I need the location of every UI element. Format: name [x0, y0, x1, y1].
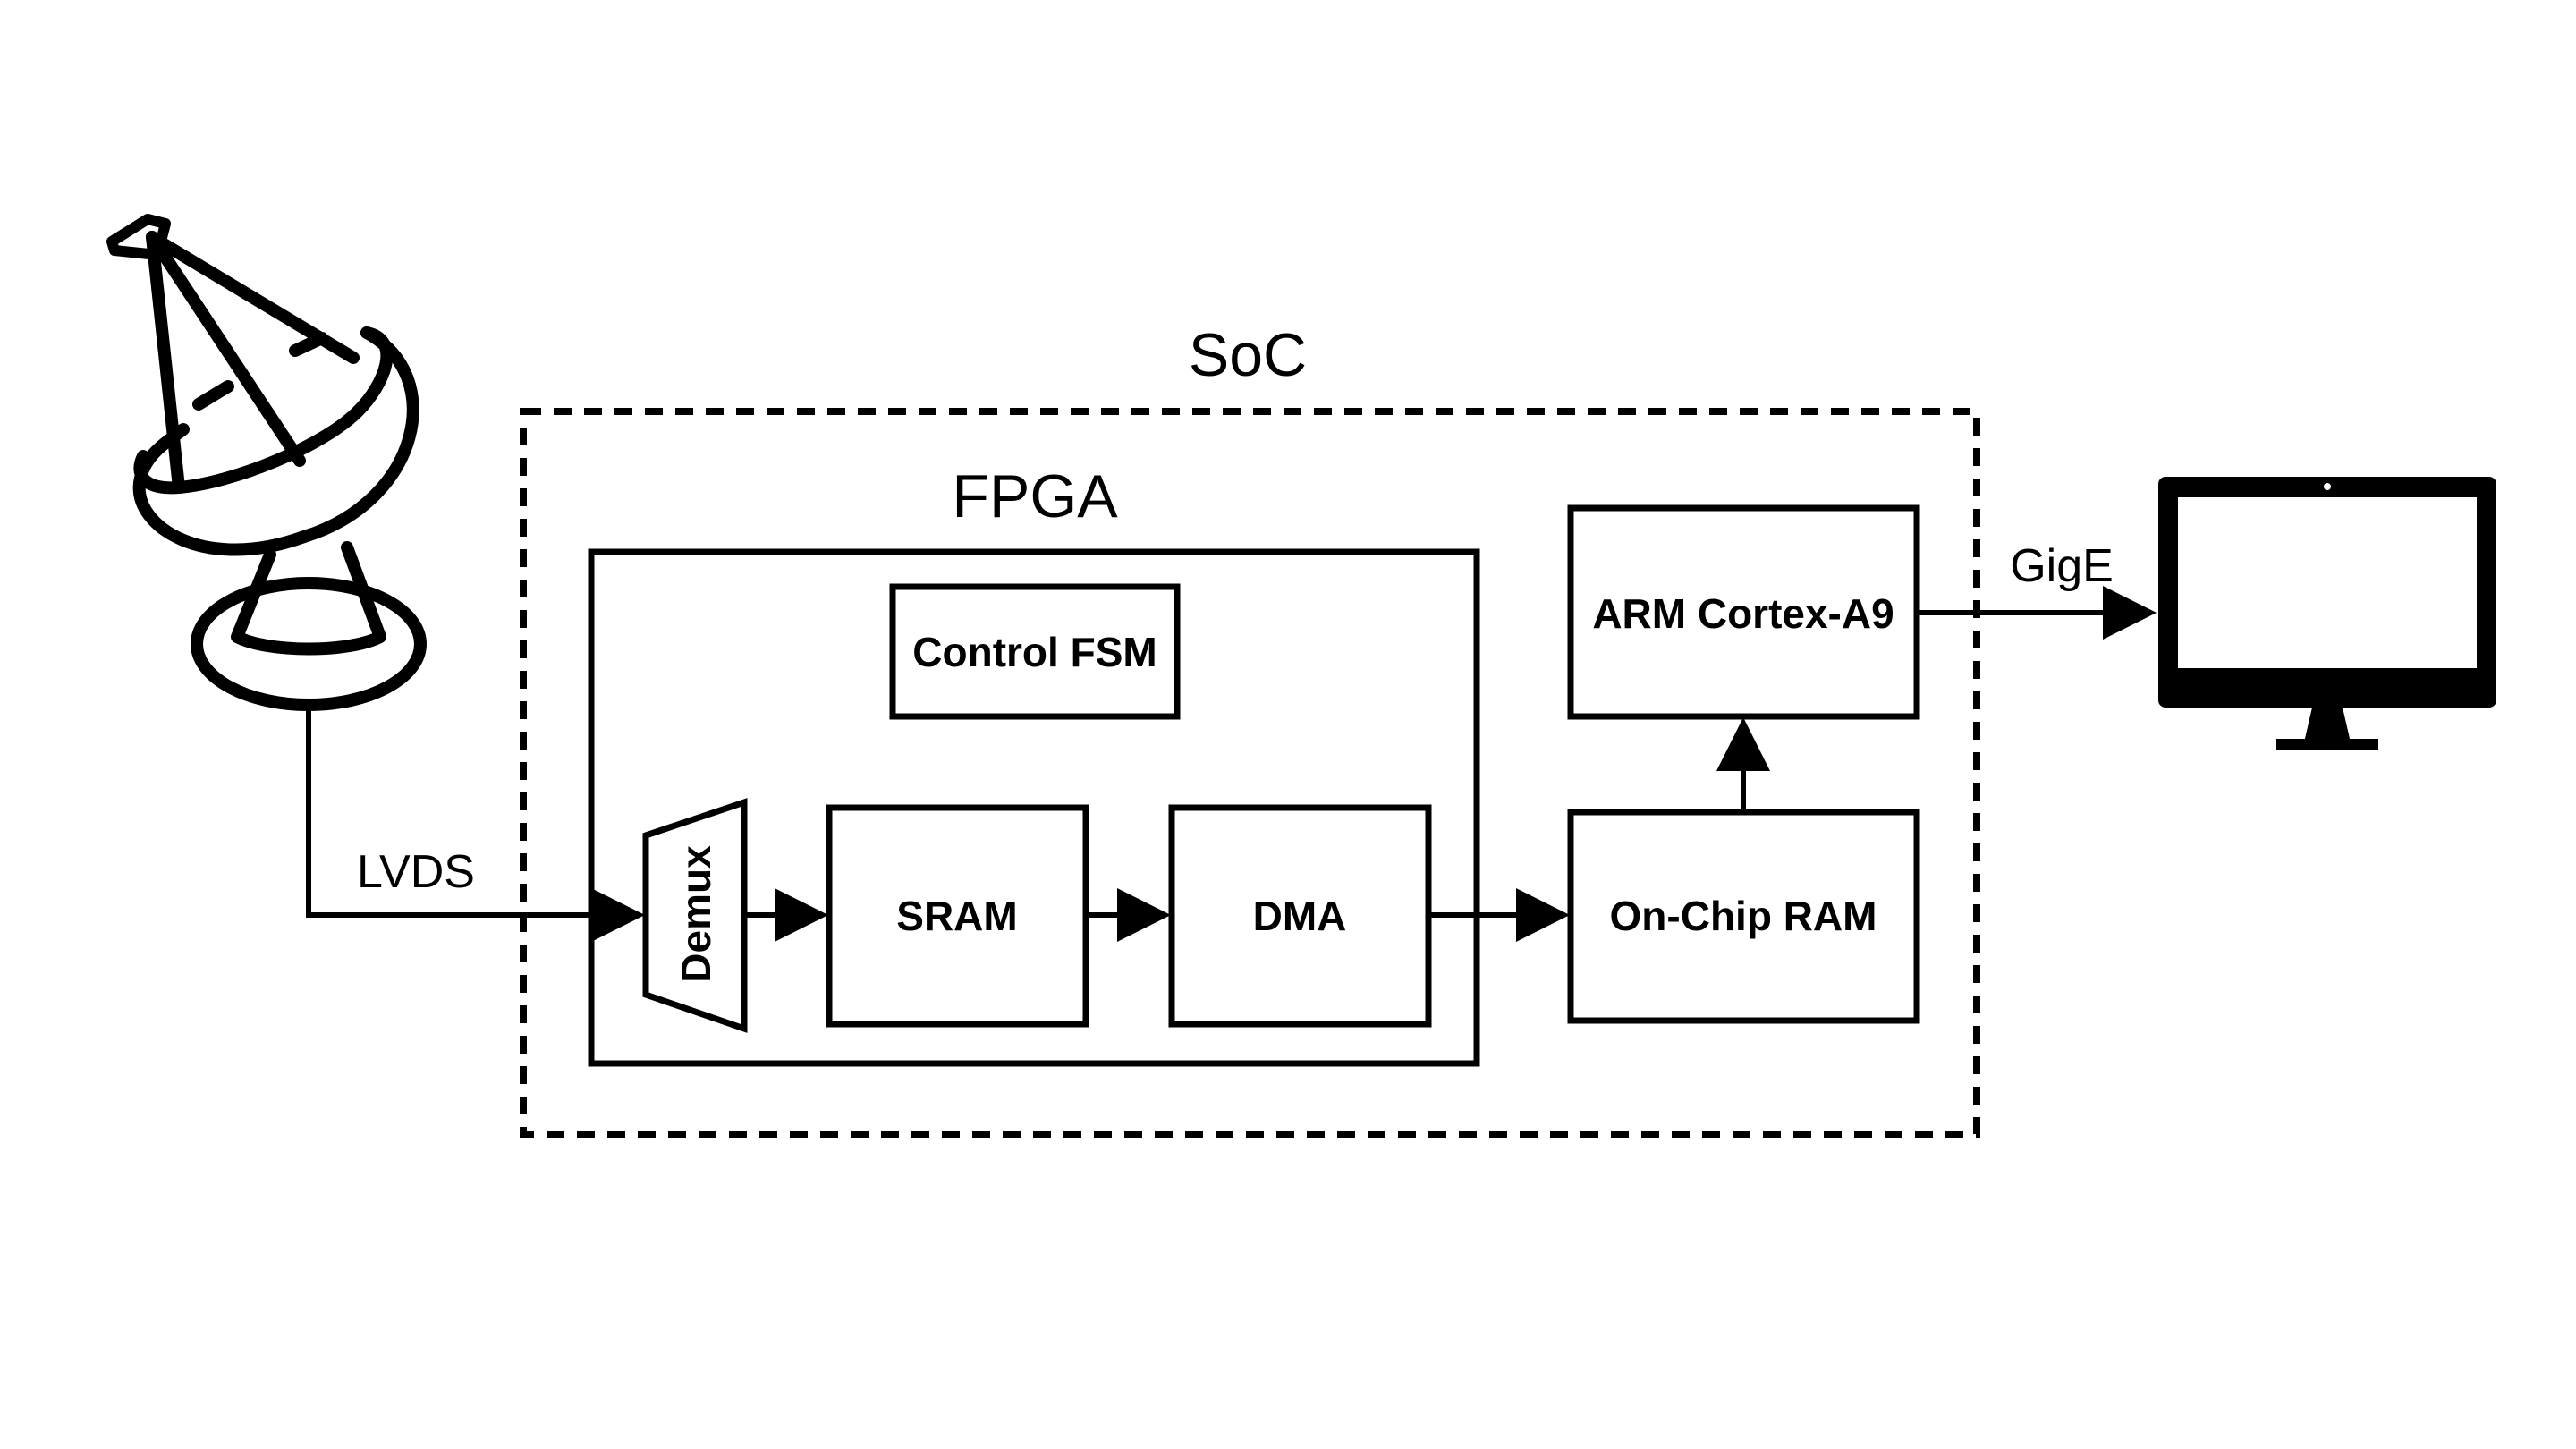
lvds-label: LVDS	[357, 846, 475, 898]
demux-label: Demux	[673, 845, 719, 983]
dma-label: DMA	[1253, 893, 1347, 939]
on-chip-ram-label: On-Chip RAM	[1610, 893, 1877, 939]
satellite-dish-icon	[106, 214, 427, 711]
fpga-block	[588, 548, 1480, 1067]
soc-boundary	[520, 408, 1980, 1138]
monitor-icon	[2158, 477, 2496, 750]
control-fsm-block	[889, 583, 1181, 720]
fpga-label: FPGA	[952, 462, 1118, 530]
lvds-link	[306, 707, 645, 942]
control-fsm-label: Control FSM	[912, 629, 1157, 675]
sram-label: SRAM	[896, 893, 1017, 939]
arm-cortex-label: ARM Cortex-A9	[1592, 590, 1894, 637]
gige-label: GigE	[2010, 540, 2114, 592]
soc-label: SoC	[1189, 321, 1307, 389]
demux-block	[642, 798, 748, 1033]
